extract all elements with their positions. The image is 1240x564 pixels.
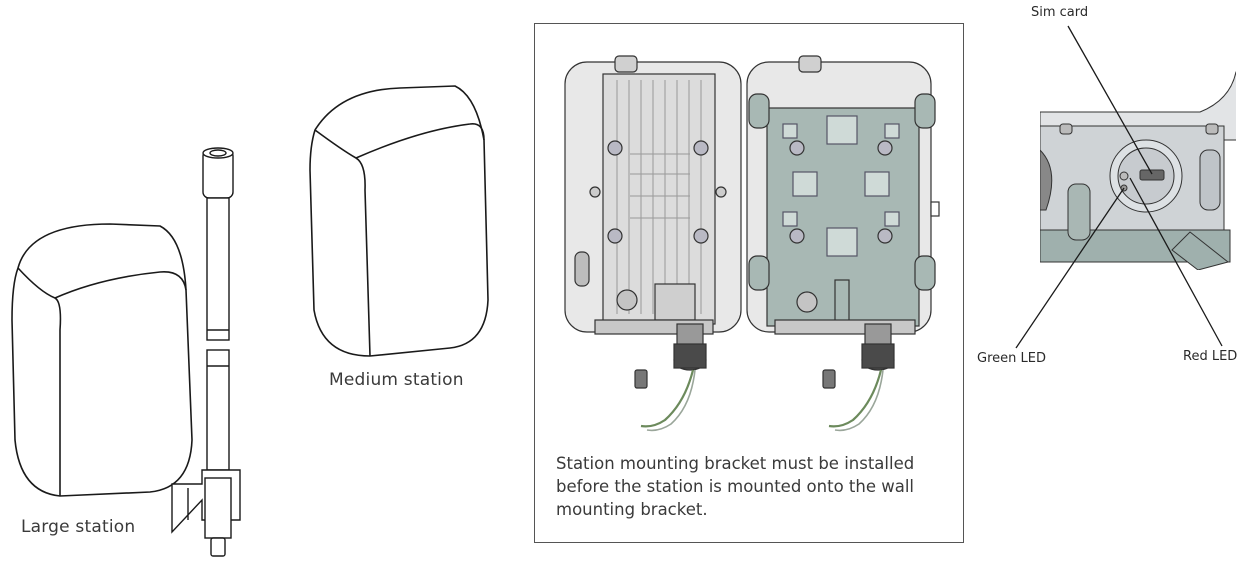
red-led-label: Red LED	[1183, 349, 1238, 364]
large-station-label: Large station	[21, 517, 136, 537]
station-back-left	[564, 55, 742, 432]
medium-station-label: Medium station	[329, 370, 464, 390]
mounting-note: Station mounting bracket must be install…	[556, 454, 915, 519]
mounting-panel: Station mounting bracket must be install…	[534, 23, 964, 543]
green-led-label: Green LED	[977, 351, 1046, 366]
sim-card-label: Sim card	[1031, 5, 1089, 20]
station-back-views	[564, 55, 940, 432]
station-back-right	[746, 55, 940, 432]
